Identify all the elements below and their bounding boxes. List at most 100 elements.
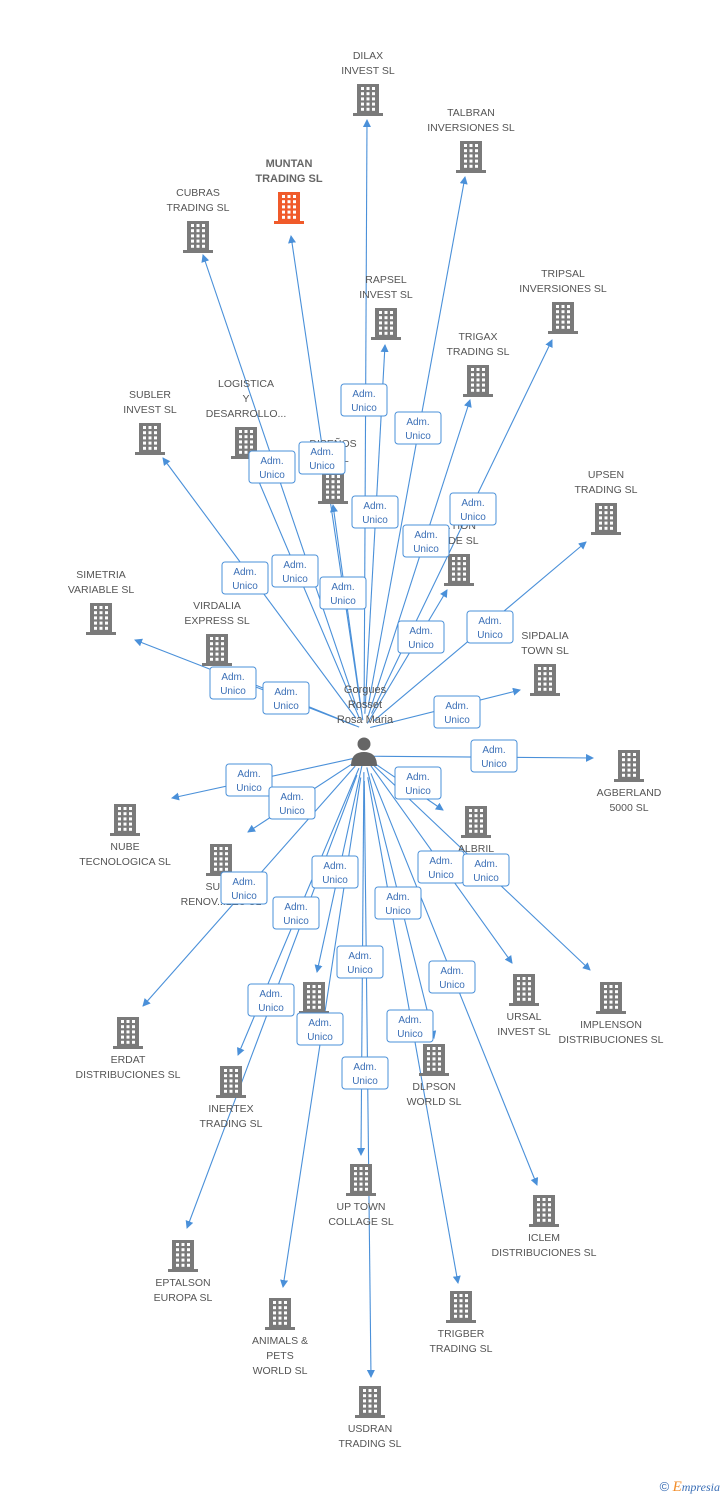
role-badge-trigax[interactable]: Adm.Unico: [402, 524, 450, 558]
role-badge-subler[interactable]: Adm.Unico: [221, 561, 269, 595]
role-badge-simetria[interactable]: Adm.Unico: [209, 666, 257, 700]
role-badge-iclem[interactable]: Adm.Unico: [428, 960, 476, 994]
brand-logo-text: mpresia: [681, 1480, 720, 1494]
role-badge-erdat[interactable]: Adm.Unico: [220, 871, 268, 905]
company-label: ANIMALS &: [252, 1335, 308, 1347]
building-icon: [446, 1291, 476, 1323]
role-badge-trigber[interactable]: Adm.Unico: [386, 1009, 434, 1043]
company-label: TRIGBER: [438, 1328, 485, 1340]
building-icon: [346, 1164, 376, 1196]
role-badge-ursal[interactable]: Adm.Unico: [417, 850, 465, 884]
role-badge-sipdalia[interactable]: Adm.Unico: [433, 695, 481, 729]
role-badge-muntan[interactable]: Adm.Unico: [298, 441, 346, 475]
company-label: CUBRAS: [176, 187, 220, 199]
person-name-line: Rosset: [348, 699, 382, 711]
badge-role-label: Adm.: [237, 769, 260, 780]
role-badge-implenson[interactable]: Adm.Unico: [462, 853, 510, 887]
company-label: RAPSEL: [365, 274, 407, 286]
role-badge-albril[interactable]: Adm.Unico: [394, 766, 442, 800]
role-badge-usdran[interactable]: Adm.Unico: [341, 1056, 389, 1090]
role-badge-dilax[interactable]: Adm.Unico: [340, 383, 388, 417]
badge-role-label: Adm.: [440, 966, 463, 977]
badge-role-type: Unico: [231, 891, 257, 902]
role-badge-tripsal[interactable]: Adm.Unico: [449, 492, 497, 526]
company-node-inertex[interactable]: INERTEX TRADING SL: [199, 1066, 263, 1130]
company-node-albril[interactable]: ALBRIL: [458, 806, 494, 855]
company-label: TALBRAN: [447, 107, 495, 119]
company-label: TRADING SL: [166, 202, 229, 214]
company-label: TRADING SL: [446, 346, 509, 358]
company-label: DILAX: [353, 50, 383, 62]
badge-role-label: Adm.: [259, 989, 282, 1000]
edge-trigax: [367, 399, 472, 717]
badge-role-type: Unico: [405, 431, 431, 442]
role-badge-animals[interactable]: Adm.Unico: [296, 1012, 344, 1046]
role-badge-dlpson[interactable]: Adm.Unico: [374, 886, 422, 920]
company-label: TRADING SL: [199, 1118, 262, 1130]
company-label: Y: [242, 393, 249, 405]
company-label: VIRDALIA: [193, 600, 241, 612]
role-badge-inertex[interactable]: Adm.Unico: [272, 896, 320, 930]
company-node-logistica[interactable]: LOGISTICAYDESARROLLO...: [206, 378, 287, 459]
company-label: INERTEX: [208, 1103, 253, 1115]
role-badge-logistica[interactable]: Adm.Unico: [271, 554, 319, 588]
role-badge-talbran[interactable]: Adm.Unico: [394, 411, 442, 445]
brand-footer[interactable]: © Empresia: [660, 1479, 720, 1496]
role-badge-sun[interactable]: Adm.Unico: [268, 786, 316, 820]
badge-role-type: Unico: [236, 783, 262, 794]
role-badge-eptalson[interactable]: Adm.Unico: [247, 983, 295, 1017]
badge-role-label: Adm.: [260, 456, 283, 467]
person-name-line: Gorgues: [344, 684, 387, 696]
role-badge-virdalia[interactable]: Adm.Unico: [262, 681, 310, 715]
company-node-cubras[interactable]: CUBRAS TRADING SL: [166, 187, 230, 253]
badge-role-label: Adm.: [409, 626, 432, 637]
role-badge-tion[interactable]: Adm.Unico: [397, 620, 445, 654]
badge-role-type: Unico: [347, 965, 373, 976]
company-label: WORLD SL: [407, 1096, 462, 1108]
role-badge-agberland[interactable]: Adm.Unico: [470, 739, 518, 773]
building-icon: [265, 1298, 295, 1330]
building-icon: [318, 472, 348, 504]
role-badge-nube[interactable]: Adm. Unico: [225, 763, 273, 797]
building-icon: [529, 1195, 559, 1227]
company-label: TRADING SL: [338, 1438, 401, 1450]
role-badge-upsen[interactable]: Adm.Unico: [466, 610, 514, 644]
building-icon: [168, 1240, 198, 1272]
role-badge-ib[interactable]: Adm.Unico: [311, 855, 359, 889]
role-badge-cubras[interactable]: Adm.Unico: [248, 450, 296, 484]
company-label: MUNTAN: [266, 158, 313, 170]
role-badge-uptown[interactable]: Adm.Unico: [336, 945, 384, 979]
badge-role-type: Unico: [232, 581, 258, 592]
building-icon: [614, 750, 644, 782]
badge-role-label: Adm.: [461, 498, 484, 509]
role-badge-rapsel[interactable]: Adm.Unico: [351, 495, 399, 529]
badge-role-label: Adm.: [474, 859, 497, 870]
badge-role-type: Unico: [352, 1076, 378, 1087]
badge-role-label: Adm.: [331, 582, 354, 593]
role-badge-disenos[interactable]: Adm.Unico: [319, 576, 367, 610]
